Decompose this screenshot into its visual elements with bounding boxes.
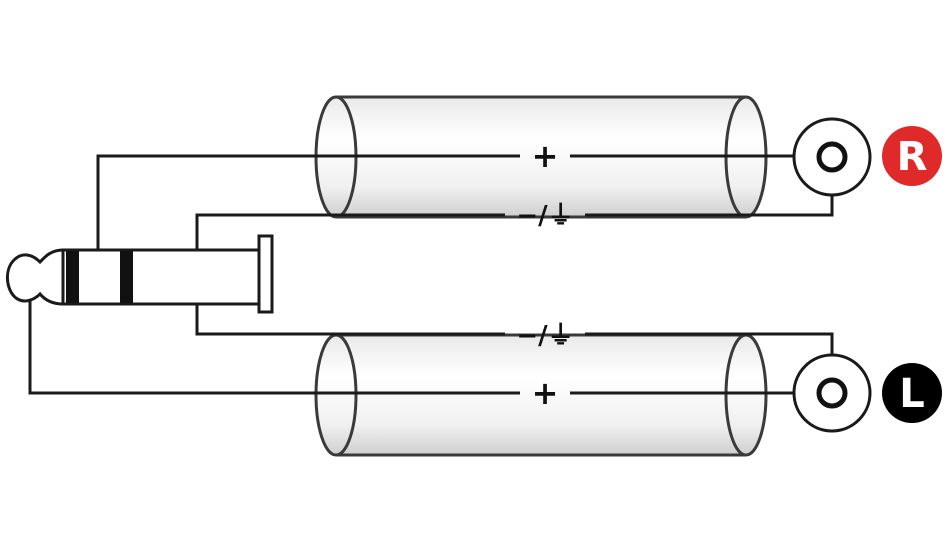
- cable-bottom: [314, 333, 768, 457]
- rca-connector-right: [792, 117, 872, 197]
- cable-bottom-right-end: [724, 333, 747, 457]
- top-ground-label: −/⏚: [516, 201, 573, 231]
- plug-ring-insulator-2: [120, 251, 133, 303]
- cable-top: [314, 95, 768, 219]
- plug-shaft: [61, 248, 261, 306]
- cable-bottom-left-end: [335, 333, 358, 457]
- plug-ring-insulator-1: [66, 251, 79, 303]
- badge-right-label: R: [897, 134, 928, 180]
- plug-collar: [257, 234, 274, 314]
- rca-right-inner: [816, 141, 848, 173]
- badge-right-circle: [882, 126, 942, 186]
- rca-left-inner: [816, 377, 848, 409]
- channel-badge-left: L: [882, 363, 942, 423]
- badge-left-circle: [882, 363, 942, 423]
- channel-badge-right: R: [882, 126, 942, 186]
- rca-connector-left: [792, 353, 872, 433]
- wire-right-signal: [96, 154, 795, 255]
- bottom-ground-label: −/⏚: [516, 321, 573, 351]
- bottom-signal-label: +: [532, 374, 559, 412]
- trs-jack-plug: [6, 234, 274, 314]
- wire-left-signal: [28, 300, 800, 395]
- badge-left-label: L: [899, 371, 925, 417]
- top-signal-label: +: [532, 137, 559, 175]
- plug-tip: [6, 248, 65, 306]
- wire-ground-trunk: [195, 188, 834, 255]
